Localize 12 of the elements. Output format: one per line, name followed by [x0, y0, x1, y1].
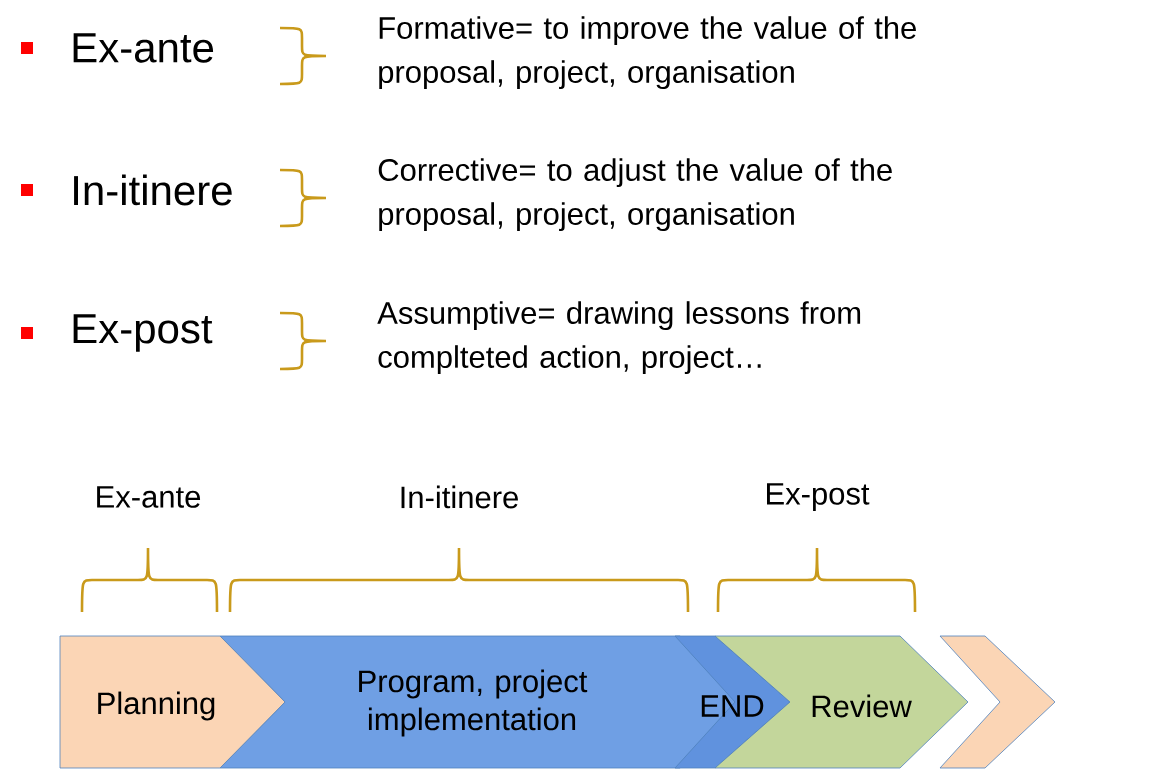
process-step: Planning [59, 635, 286, 769]
term-label: In-itinere [74, 174, 232, 206]
process-step: END [674, 635, 791, 769]
description-text: Assumptive= drawing lessons from complteted action, project… [377, 301, 861, 375]
term-label: Ex-ante [73, 33, 214, 63]
term-label: Ex-post [73, 314, 213, 352]
phase-label: In-itinere [401, 485, 518, 509]
chevron-shape [939, 635, 1056, 769]
description-text: Corrective= to adjust the value of the proposal, project, organisation [378, 158, 892, 232]
description-text: Formative= to improve the value of the proposal, project, organisation [379, 16, 916, 90]
phase-label: Ex-post [767, 483, 870, 511]
phase-label: Ex-ante [97, 486, 201, 508]
